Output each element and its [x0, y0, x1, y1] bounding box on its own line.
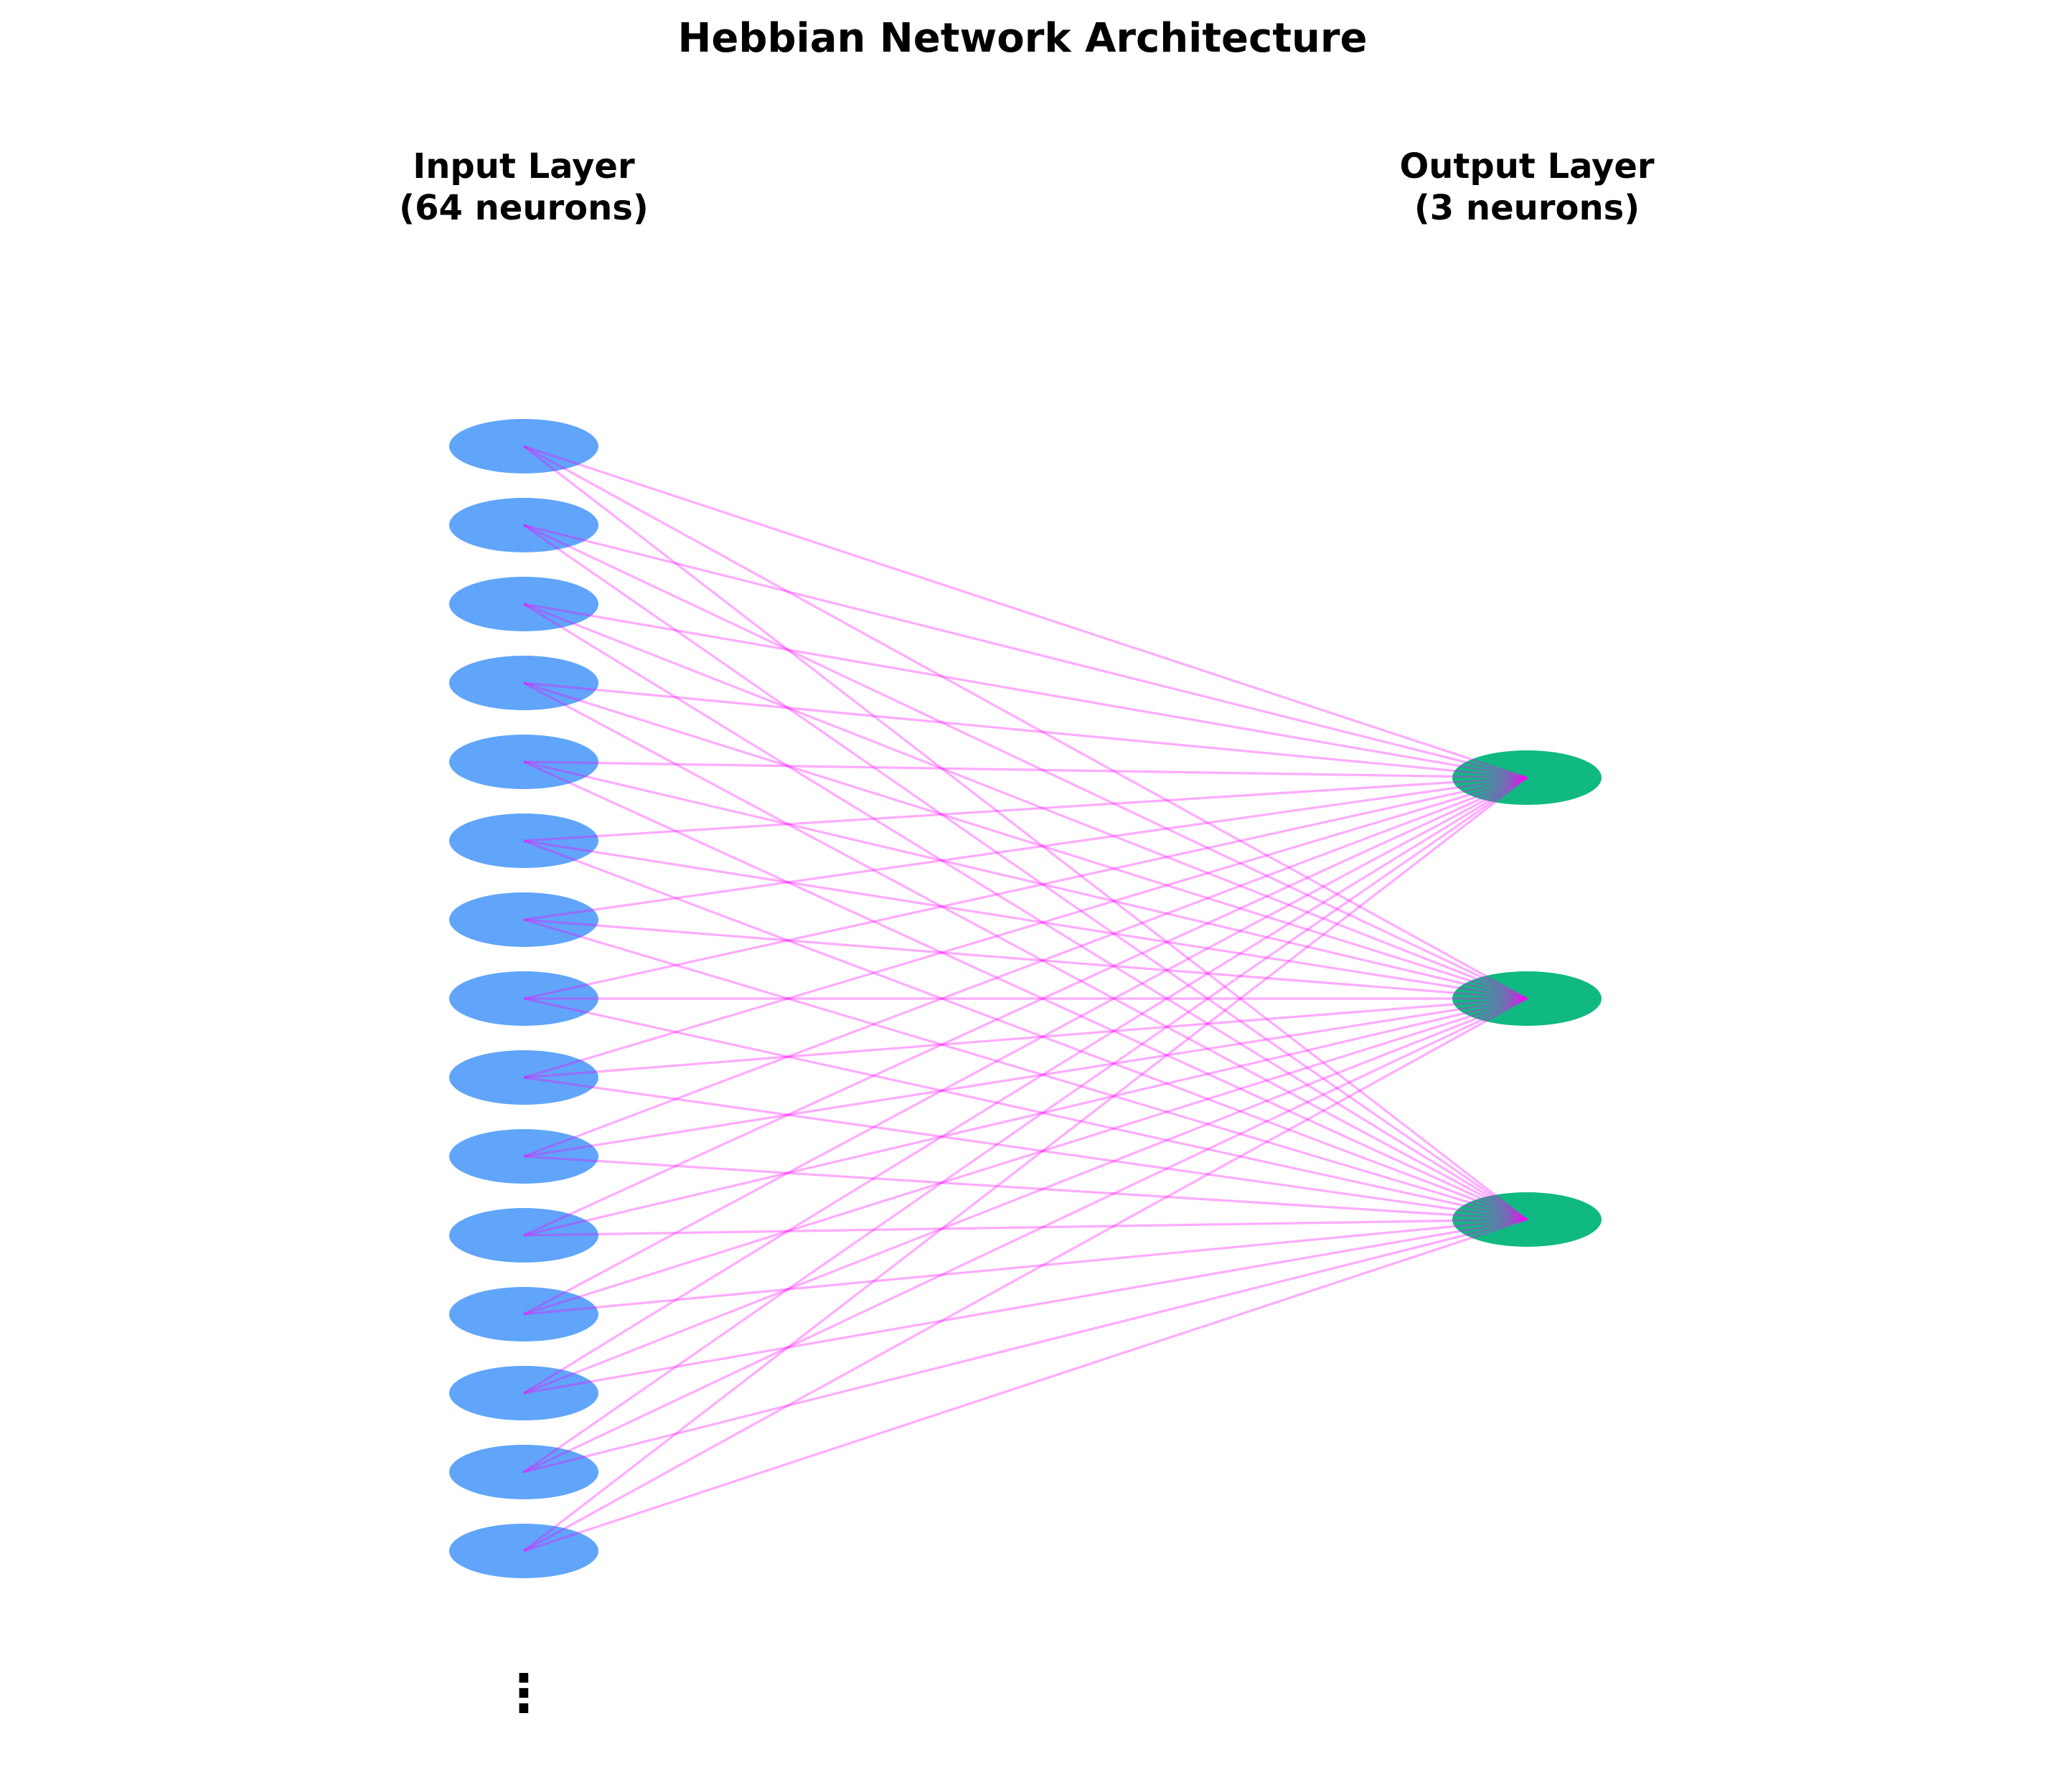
connection-13-2 — [523, 997, 1528, 1395]
connection-8-1 — [523, 776, 1528, 1000]
connection-9-2 — [523, 997, 1528, 1079]
connection-4-2 — [523, 682, 1528, 1000]
connection-12-3 — [523, 1218, 1528, 1316]
connection-6-1 — [523, 776, 1528, 842]
connection-10-3 — [523, 1155, 1528, 1221]
connection-6-2 — [523, 839, 1528, 1000]
connection-4-1 — [523, 682, 1528, 779]
connection-13-3 — [523, 1218, 1528, 1395]
input-neuron-3 — [449, 577, 598, 631]
input-neuron-2 — [449, 498, 598, 552]
input-layer-label: Input Layer — [413, 146, 635, 187]
connection-14-2 — [523, 997, 1528, 1473]
connection-9-3 — [523, 1076, 1528, 1221]
input-neuron-9 — [449, 1050, 598, 1105]
connection-11-1 — [523, 776, 1528, 1237]
output-layer-label: Output Layer — [1399, 146, 1654, 187]
input-neuron-4 — [449, 656, 598, 710]
connection-10-2 — [523, 997, 1528, 1158]
connections — [523, 445, 1528, 1552]
connection-5-3 — [523, 760, 1528, 1221]
input-neuron-14 — [449, 1445, 598, 1499]
connection-6-3 — [523, 839, 1528, 1221]
connection-1-2 — [523, 445, 1528, 1000]
output-neuron-2 — [1452, 971, 1602, 1026]
more-neurons-ellipsis: ⋮ — [498, 1663, 550, 1723]
connection-13-1 — [523, 776, 1528, 1395]
connection-14-1 — [523, 776, 1528, 1473]
input-neuron-13 — [449, 1366, 598, 1420]
diagram-title: Hebbian Network Architecture — [678, 15, 1368, 62]
input-neuron-1 — [449, 419, 598, 473]
connection-8-3 — [523, 997, 1528, 1221]
connection-5-2 — [523, 760, 1528, 1000]
connection-3-2 — [523, 603, 1528, 1000]
output-neuron-3 — [1452, 1192, 1602, 1247]
connection-2-1 — [523, 524, 1528, 779]
output-neuron-1 — [1452, 750, 1602, 805]
input-neuron-10 — [449, 1129, 598, 1184]
input-neuron-15 — [449, 1524, 598, 1578]
connection-7-1 — [523, 776, 1528, 921]
input-neuron-7 — [449, 892, 598, 947]
connection-2-3 — [523, 524, 1528, 1221]
connection-15-2 — [523, 997, 1528, 1552]
connection-4-3 — [523, 682, 1528, 1221]
connection-9-1 — [523, 776, 1528, 1079]
connection-5-1 — [523, 760, 1528, 779]
output-layer — [1452, 750, 1602, 1247]
input-layer — [449, 419, 598, 1578]
connection-3-3 — [523, 603, 1528, 1221]
connection-1-1 — [523, 445, 1528, 779]
connection-2-2 — [523, 524, 1528, 1000]
connection-12-1 — [523, 776, 1528, 1316]
connection-15-3 — [523, 1218, 1528, 1552]
connection-7-3 — [523, 918, 1528, 1221]
connection-14-3 — [523, 1218, 1528, 1473]
output-layer-count: (3 neurons) — [1414, 188, 1640, 228]
input-neuron-12 — [449, 1287, 598, 1341]
connection-11-2 — [523, 997, 1528, 1237]
connection-10-1 — [523, 776, 1528, 1158]
input-layer-count: (64 neurons) — [399, 188, 649, 228]
input-neuron-6 — [449, 814, 598, 868]
connection-12-2 — [523, 997, 1528, 1316]
connection-15-1 — [523, 776, 1528, 1552]
connection-11-3 — [523, 1218, 1528, 1237]
connection-1-3 — [523, 445, 1528, 1221]
input-neuron-5 — [449, 735, 598, 789]
input-neuron-11 — [449, 1208, 598, 1263]
connection-3-1 — [523, 603, 1528, 779]
connection-7-2 — [523, 918, 1528, 1000]
input-neuron-8 — [449, 971, 598, 1026]
